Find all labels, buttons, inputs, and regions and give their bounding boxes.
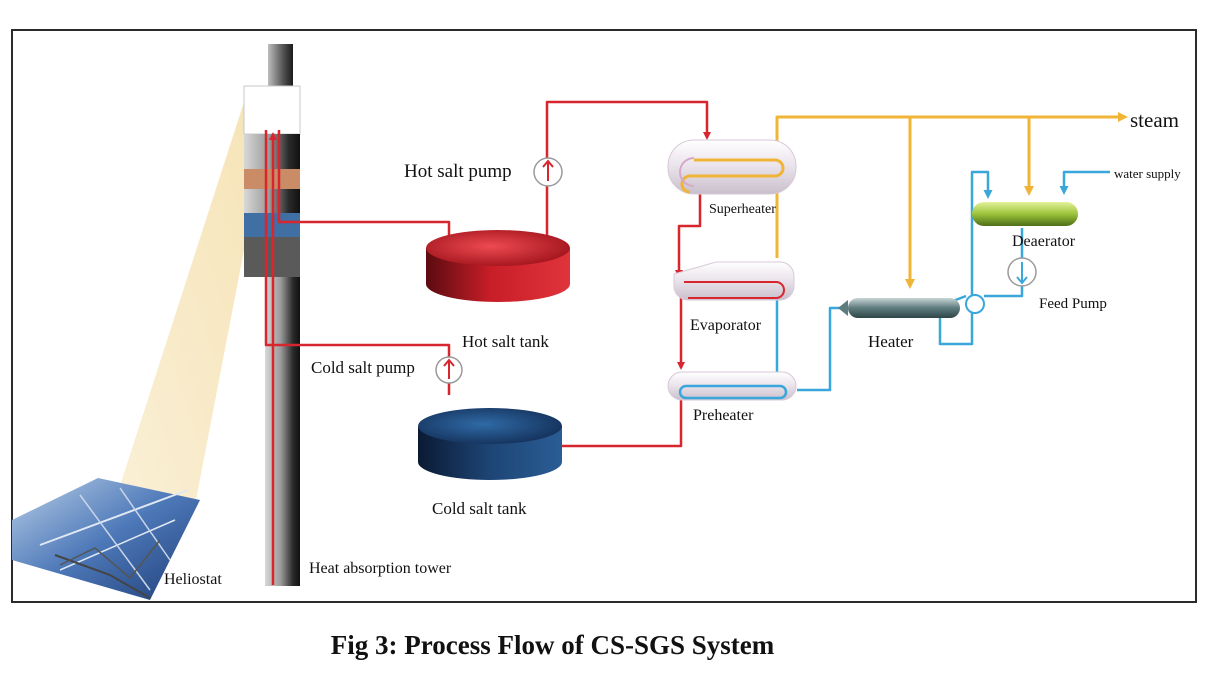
- cold-salt-pump-label: Cold salt pump: [311, 358, 415, 377]
- cold-salt-tank: [418, 408, 562, 480]
- deaerator-label: Deaerator: [1012, 233, 1076, 250]
- water-supply-label: water supply: [1114, 166, 1181, 181]
- superheater-label: Superheater: [709, 202, 776, 217]
- diagram-frame: [11, 29, 1197, 603]
- hot-salt-pump: [533, 157, 563, 187]
- heat-absorption-tower-label: Heat absorption tower: [309, 560, 452, 577]
- evaporator-label: Evaporator: [690, 317, 762, 334]
- hot-salt-tank-label: Hot salt tank: [462, 332, 549, 351]
- deaerator-unit: [972, 202, 1078, 226]
- evaporator-unit: [673, 261, 795, 301]
- cold-salt-pump: [435, 356, 463, 384]
- hot-salt-pump-label: Hot salt pump: [404, 161, 512, 182]
- heliostat-label: Heliostat: [164, 571, 222, 588]
- heliostat-field: [12, 478, 200, 600]
- junction-valve: [965, 294, 985, 314]
- figure-caption-text: Fig 3: Process Flow of CS-SGS System: [330, 630, 775, 660]
- steam-lines: [775, 112, 1128, 289]
- preheater-unit: [667, 371, 797, 401]
- cold-salt-tank-label: Cold salt tank: [432, 499, 527, 518]
- hot-salt-tank: [426, 230, 570, 302]
- figure-caption: Fig 3: Process Flow of CS-SGS System: [0, 630, 1211, 661]
- preheater-label: Preheater: [693, 407, 754, 424]
- sunlight-beam: [118, 102, 244, 500]
- superheater-unit: [667, 139, 797, 195]
- feed-pump: [1007, 257, 1037, 287]
- steam-label: steam: [1130, 108, 1179, 132]
- heater-label: Heater: [868, 332, 914, 351]
- feed-pump-label: Feed Pump: [1039, 296, 1107, 312]
- heater-unit: [838, 298, 960, 318]
